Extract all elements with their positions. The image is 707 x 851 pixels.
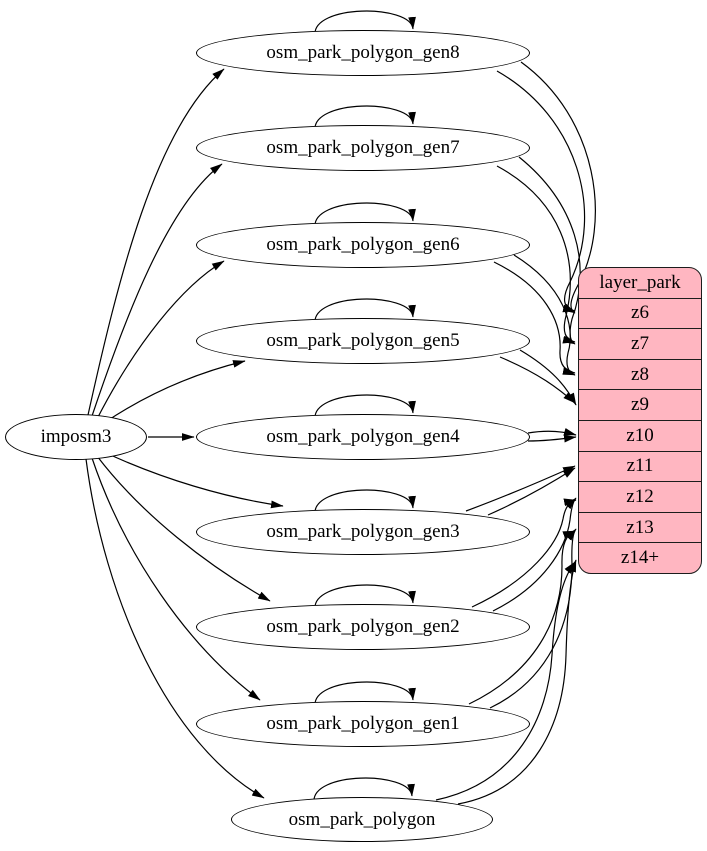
edge-imposm3-gen2 — [96, 455, 271, 602]
edge-gen5-z9-a — [499, 356, 576, 404]
edge-gen5-z9-b — [519, 349, 577, 406]
node-label: osm_park_polygon_gen5 — [266, 330, 460, 351]
edge-gen6-z8-a — [493, 261, 576, 375]
zoom-row-z11: z11 — [579, 450, 701, 482]
node-label: osm_park_polygon — [288, 808, 436, 830]
zoom-row-z13: z13 — [579, 511, 701, 543]
edge-imposm3-gen5 — [103, 360, 246, 424]
edge-gen1-z13-b — [468, 530, 576, 705]
zoom-row-z7: z7 — [579, 328, 701, 359]
node-label: osm_park_polygon_gen1 — [266, 713, 460, 734]
node-osm-park-polygon-gen5: osm_park_polygon_gen5 — [196, 318, 530, 364]
node-label: osm_park_polygon_gen2 — [266, 616, 460, 637]
edge-imposm3-gen6 — [96, 260, 225, 420]
edge-imposm3-gen3 — [103, 451, 284, 509]
edges-from-imposm3 — [85, 68, 284, 799]
self-loop-edges — [313, 10, 416, 804]
edge-imposm3-polygon — [85, 458, 265, 799]
loop-gen7 — [314, 105, 416, 132]
node-osm-park-polygon: osm_park_polygon — [231, 797, 493, 842]
edge-gen7-z7-b — [518, 156, 581, 345]
zoom-row-z6: z6 — [579, 297, 701, 329]
edge-gen2-z12-b — [471, 498, 577, 608]
node-osm-park-polygon-gen8: osm_park_polygon_gen8 — [196, 30, 530, 76]
node-osm-park-polygon-gen6: osm_park_polygon_gen6 — [196, 222, 530, 268]
zoom-row-z12: z12 — [579, 481, 701, 512]
node-label: osm_park_polygon_gen7 — [266, 137, 460, 158]
edge-gen4-z10-b — [527, 434, 577, 443]
edge-imposm3-gen7 — [91, 163, 223, 417]
node-osm-park-polygon-gen2: osm_park_polygon_gen2 — [196, 604, 530, 650]
node-label: osm_park_polygon_gen6 — [266, 234, 460, 255]
edge-gen4-z10-a — [527, 427, 577, 436]
node-osm-park-polygon-gen7: osm_park_polygon_gen7 — [196, 125, 530, 171]
loop-gen3 — [314, 489, 416, 516]
zoom-row-z14plus: z14+ — [579, 542, 701, 573]
node-osm-park-polygon-gen1: osm_park_polygon_gen1 — [196, 701, 530, 747]
zoom-row-z9: z9 — [579, 389, 701, 420]
edges-to-layer-rows — [435, 61, 596, 805]
loop-gen1 — [314, 681, 416, 708]
edge-gen8-z6-b — [520, 61, 596, 314]
edge-polygon-z14-b — [435, 561, 576, 801]
layer-park-table: layer_park z6 z7 z8 z9 z10 z11 z12 z13 z… — [578, 267, 702, 574]
node-imposm3: imposm3 — [5, 414, 147, 460]
loop-gen8 — [314, 10, 416, 37]
node-imposm3-label: imposm3 — [40, 426, 112, 447]
layer-park-header: layer_park — [599, 271, 681, 293]
node-label: osm_park_polygon_gen3 — [266, 521, 460, 542]
loop-gen4 — [314, 394, 416, 421]
loop-gen5 — [314, 298, 416, 325]
edge-gen6-z8-b — [513, 254, 576, 376]
edge-gen8-z6-a — [496, 70, 586, 313]
zoom-row-z8: z8 — [579, 358, 701, 390]
loop-gen6 — [314, 202, 416, 229]
node-osm-park-polygon-gen3: osm_park_polygon_gen3 — [196, 509, 530, 555]
edge-gen3-z11-b — [465, 465, 576, 512]
edge-gen3-z11-a — [487, 467, 576, 516]
loop-polygon — [313, 777, 415, 804]
edge-imposm3-gen1 — [91, 457, 261, 701]
loop-gen2 — [314, 584, 416, 611]
edge-imposm3-gen8 — [87, 68, 225, 416]
edge-polygon-z14-a — [457, 559, 577, 805]
zoom-row-z10: z10 — [579, 419, 701, 451]
node-label: osm_park_polygon_gen4 — [266, 426, 460, 447]
node-label: osm_park_polygon_gen8 — [266, 42, 460, 63]
node-osm-park-polygon-gen4: osm_park_polygon_gen4 — [196, 414, 530, 460]
